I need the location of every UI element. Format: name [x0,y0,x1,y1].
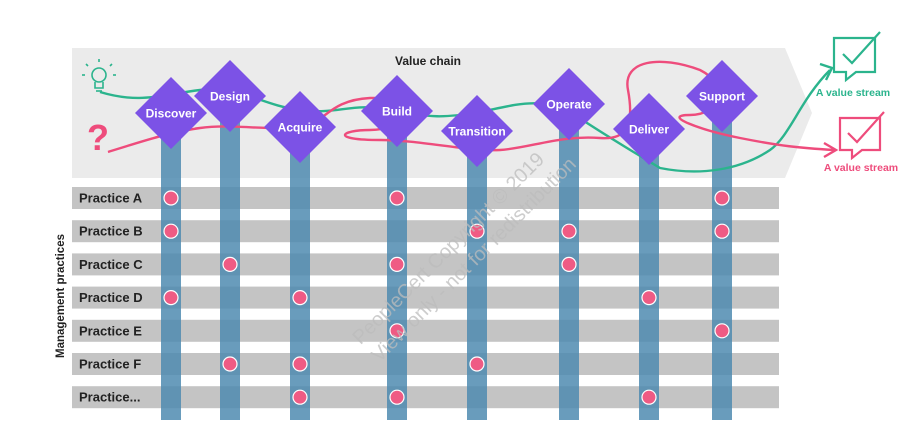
practice-label: Practice E [79,323,142,338]
practice-dot [714,223,730,239]
practice-label: Practice D [79,290,143,305]
diamond-shape [361,75,433,147]
practice-dot [389,389,405,405]
diamond-shape [264,91,336,163]
practice-label: Practice... [79,390,140,405]
practice-dot [714,323,730,339]
stage-diamond-build: Build [361,75,433,147]
practice-label: Practice A [79,191,143,206]
stage-diamond-transition: Transition [441,95,513,167]
practice-row [72,319,779,342]
lightbulb-icon [82,59,116,92]
chat-check-icon [838,111,885,161]
diamond-shape [686,60,758,132]
practice-label: Practice B [79,224,143,239]
practice-dot [389,256,405,272]
stage-column [712,96,732,420]
practice-dot [641,389,657,405]
watermark-line-1: PeopleCert Copyright © 2019 [348,148,549,349]
stage-label: Operate [546,98,592,112]
diamond-shape [613,93,685,165]
diamond-shape [135,77,207,149]
stage-column [290,127,310,420]
practice-dot [641,290,657,306]
practice-row [72,253,779,276]
practice-dot [222,256,238,272]
practice-label: Practice F [79,357,141,372]
practice-row [72,187,779,209]
value-stream-label-bottom: A value stream [824,162,898,174]
management-practices-label: Management practices [55,234,67,358]
practice-dot [292,389,308,405]
practice-dot [469,356,485,372]
diamond-shape [533,68,605,140]
diamond-shape [441,95,513,167]
practice-row [72,386,779,409]
stage-column [467,131,487,420]
stage-diamond-operate: Operate [533,68,605,140]
practice-row [72,353,779,375]
stage-label: Transition [448,125,505,139]
practice-dot [163,290,179,306]
practice-dot [292,356,308,372]
arrowhead-pink [823,141,839,159]
practice-dot [163,223,179,239]
practice-row [72,220,779,243]
practice-label: Practice C [79,257,143,272]
stage-label: Discover [146,107,197,121]
practice-dot [222,356,238,372]
practice-dot [389,190,405,206]
value-chain-title: Value chain [395,54,461,68]
stage-label: Design [210,90,250,104]
stage-label: Acquire [278,121,323,135]
stage-label: Support [699,90,745,104]
stage-column [161,113,181,420]
stage-diamond-acquire: Acquire [264,91,336,163]
practice-dot [163,190,179,206]
practice-dot [714,190,730,206]
value-stream-label-top: A value stream [816,87,890,99]
stage-diamond-deliver: Deliver [613,93,685,165]
practice-dot [561,223,577,239]
question-mark-icon: ? [87,117,109,158]
arrowhead-green [819,62,834,81]
chat-check-icon [832,31,881,83]
stage-diamond-discover: Discover [135,77,207,149]
practice-dot [561,256,577,272]
practice-dot [292,290,308,306]
stage-label: Deliver [629,123,669,137]
diamond-shape [194,60,266,132]
practice-dot [469,223,485,239]
practice-row [72,286,779,309]
stage-diamond-design: Design [194,60,266,132]
stage-column [639,129,659,420]
stage-label: Build [382,105,412,119]
practice-dot [389,323,405,339]
stage-diamond-support: Support [686,60,758,132]
